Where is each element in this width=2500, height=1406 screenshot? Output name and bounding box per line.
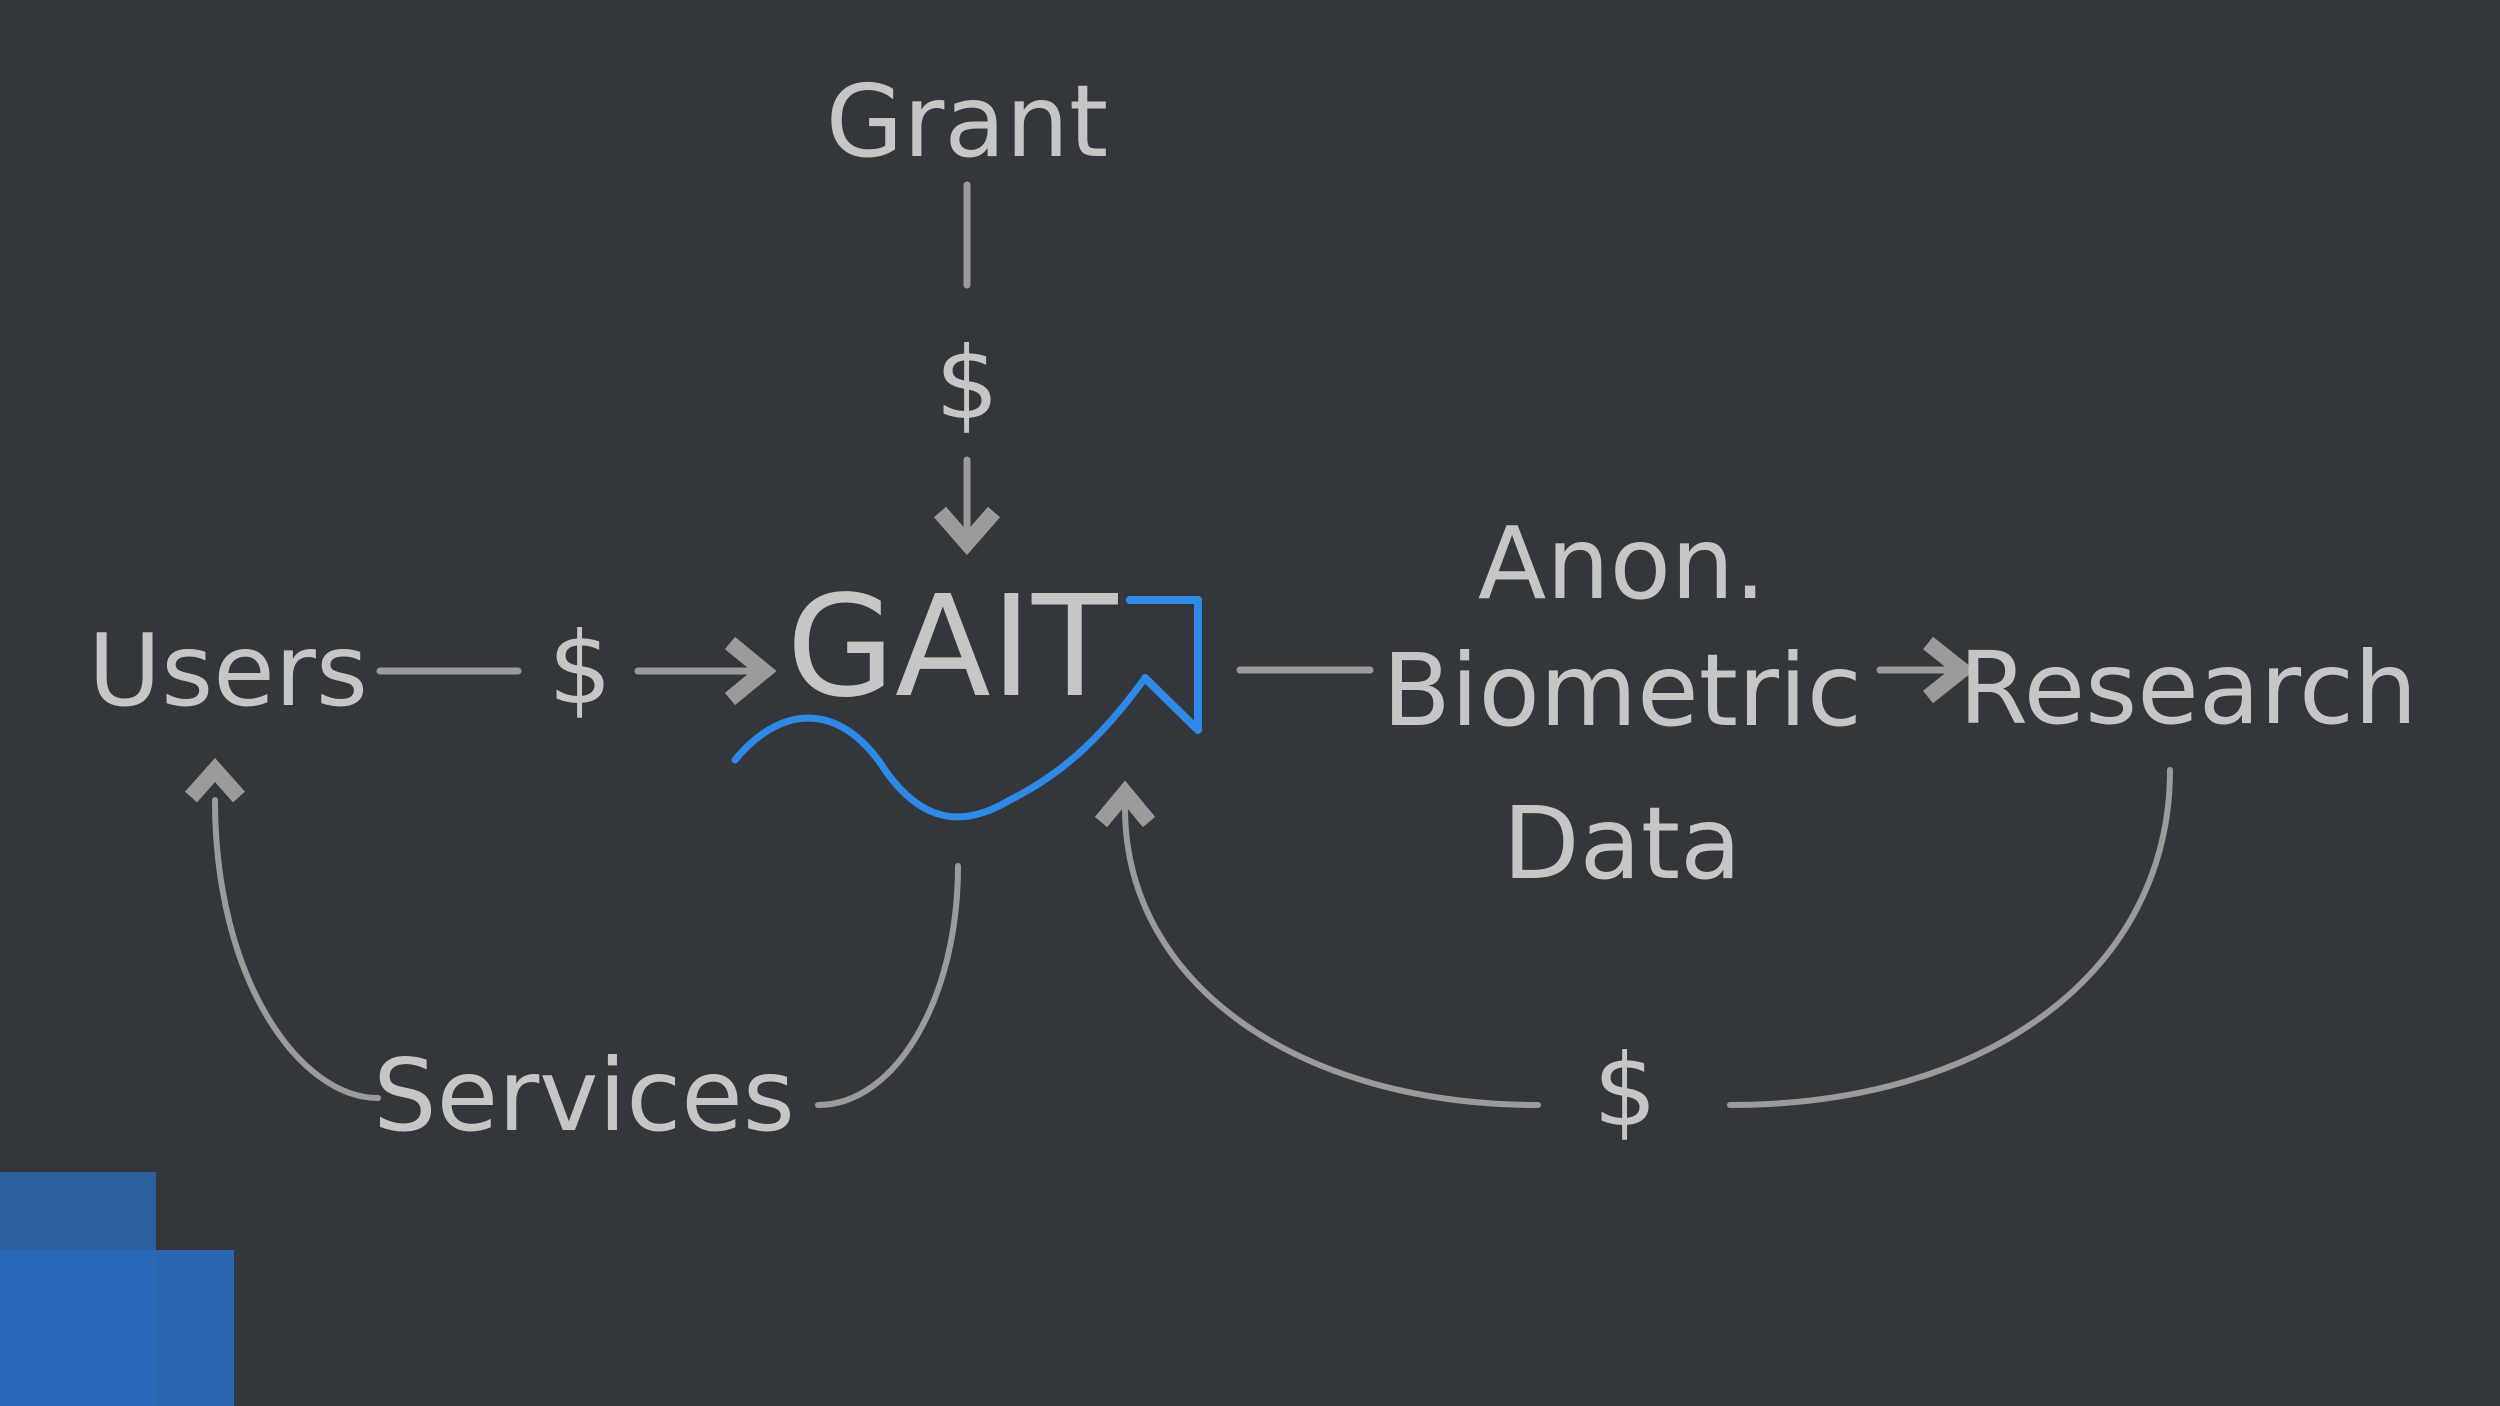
- data-arrowhead: [1923, 636, 1975, 704]
- gait-logo-text: GAIT: [786, 566, 1118, 729]
- grant-label: Grant: [826, 63, 1108, 180]
- users-return-arrowhead: [185, 757, 245, 803]
- gait-wave-arrow-icon: [731, 596, 1202, 821]
- corner-block-overlap: [0, 1250, 156, 1406]
- data-label-line1: Anon.: [1478, 505, 1766, 622]
- services-label: Services: [373, 1037, 795, 1154]
- data-label-line2: Biometric: [1382, 632, 1862, 749]
- users-label: Users: [88, 612, 368, 729]
- research-label: Research: [1959, 630, 2418, 747]
- grant-arrowhead: [933, 506, 1001, 556]
- research-money-label: $: [1593, 1032, 1657, 1149]
- data-label-line3: Data: [1503, 785, 1742, 902]
- users-money-label: $: [548, 610, 612, 727]
- money-to-gait-curve: [1122, 805, 1541, 1108]
- gait-to-services-curve: [815, 863, 961, 1108]
- grant-money-label: $: [935, 325, 999, 442]
- users-arrowhead: [724, 636, 777, 706]
- research-money-curve: [1727, 767, 2173, 1108]
- gait-return-arrowhead: [1094, 780, 1156, 828]
- services-to-users-curve: [212, 797, 381, 1101]
